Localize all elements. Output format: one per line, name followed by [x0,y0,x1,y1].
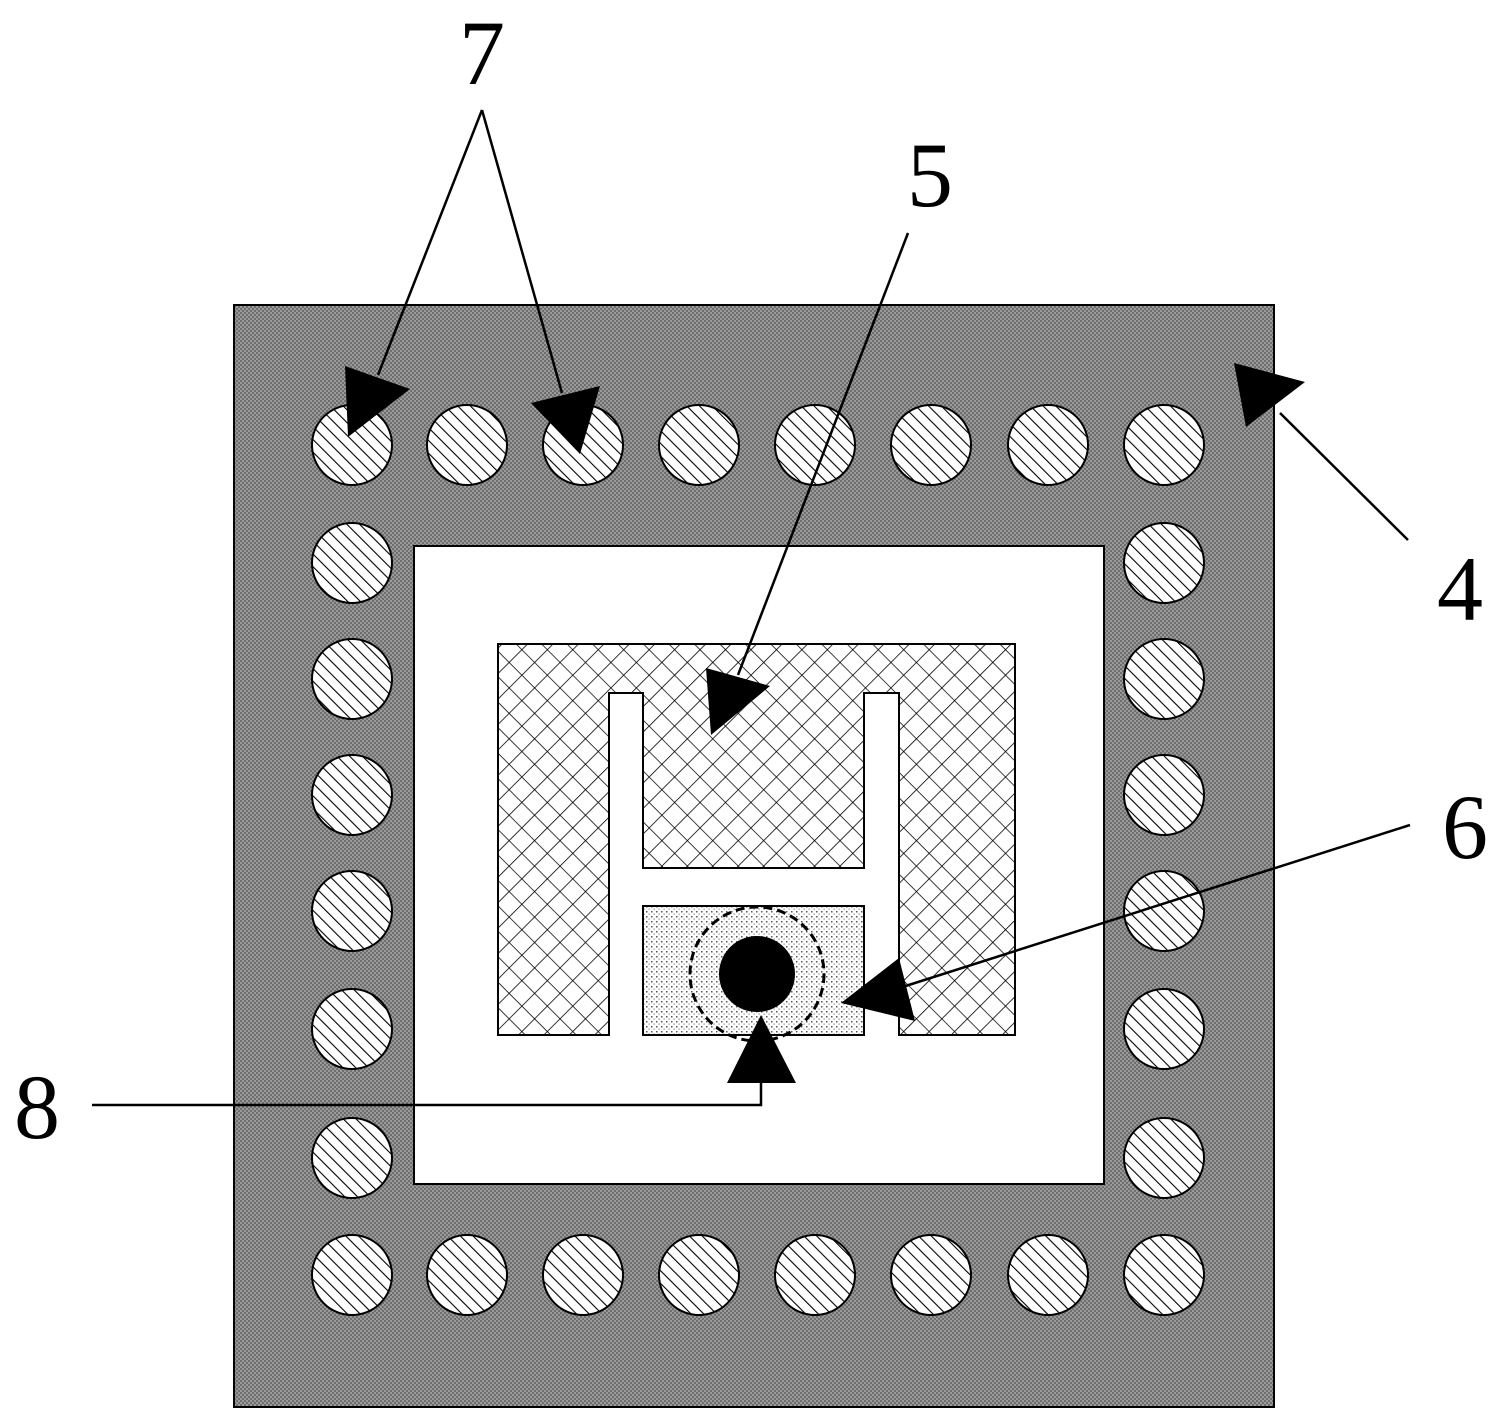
via-13 [1123,754,1205,836]
via-16 [311,988,393,1070]
feed-probe-dot [719,936,795,1012]
via-22 [542,1234,624,1316]
via-27 [1123,1234,1205,1316]
via-23 [658,1234,740,1316]
via-12 [311,754,393,836]
via-3 [658,404,740,486]
via-6 [1007,404,1089,486]
leader-5 [706,232,910,735]
leader-8 [92,1015,796,1107]
label-5: 5 [907,124,953,226]
via-10 [311,638,393,720]
via-18 [311,1117,393,1199]
via-5 [890,404,972,486]
via-24 [774,1234,856,1316]
via-21 [426,1234,508,1316]
label-8: 8 [14,1056,60,1158]
leader-6 [841,823,1411,1021]
via-8 [311,522,393,604]
via-7 [1123,404,1205,486]
via-26 [1007,1234,1089,1316]
leader-7a [345,109,484,437]
via-14 [311,870,393,952]
via-11 [1123,638,1205,720]
via-9 [1123,522,1205,604]
via-15 [1123,870,1205,952]
label-4: 4 [1437,538,1483,640]
via-17 [1123,988,1205,1070]
label-7: 7 [459,2,505,104]
via-array [311,404,1205,1316]
via-20 [311,1234,393,1316]
h-slot-patch [497,643,1016,1036]
label-6: 6 [1442,776,1488,878]
via-25 [890,1234,972,1316]
via-19 [1123,1117,1205,1199]
leader-4 [1234,363,1409,541]
leader-7b [480,109,600,454]
via-1 [426,404,508,486]
